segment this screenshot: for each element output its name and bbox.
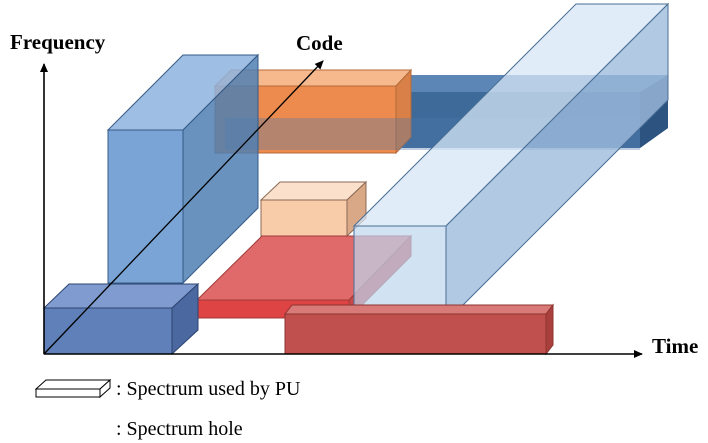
legend-swatch-pu [34,378,112,399]
tall-blue-box [106,53,260,285]
time-axis-label: Time [652,334,698,358]
code-axis-label: Code [296,31,343,55]
code-axis [43,60,324,355]
frequency-axis-label: Frequency [10,30,106,54]
peach-box [259,180,368,238]
origin-blue-slab [42,282,200,356]
legend-pu-text: : Spectrum used by PU [116,378,301,400]
dark-red-slab [283,303,555,356]
legend: : Spectrum used by PU : Spectrum hole [34,378,301,440]
legend-hole-text: : Spectrum hole [116,418,243,440]
axes [40,60,643,358]
light-blue-beam [352,2,670,324]
